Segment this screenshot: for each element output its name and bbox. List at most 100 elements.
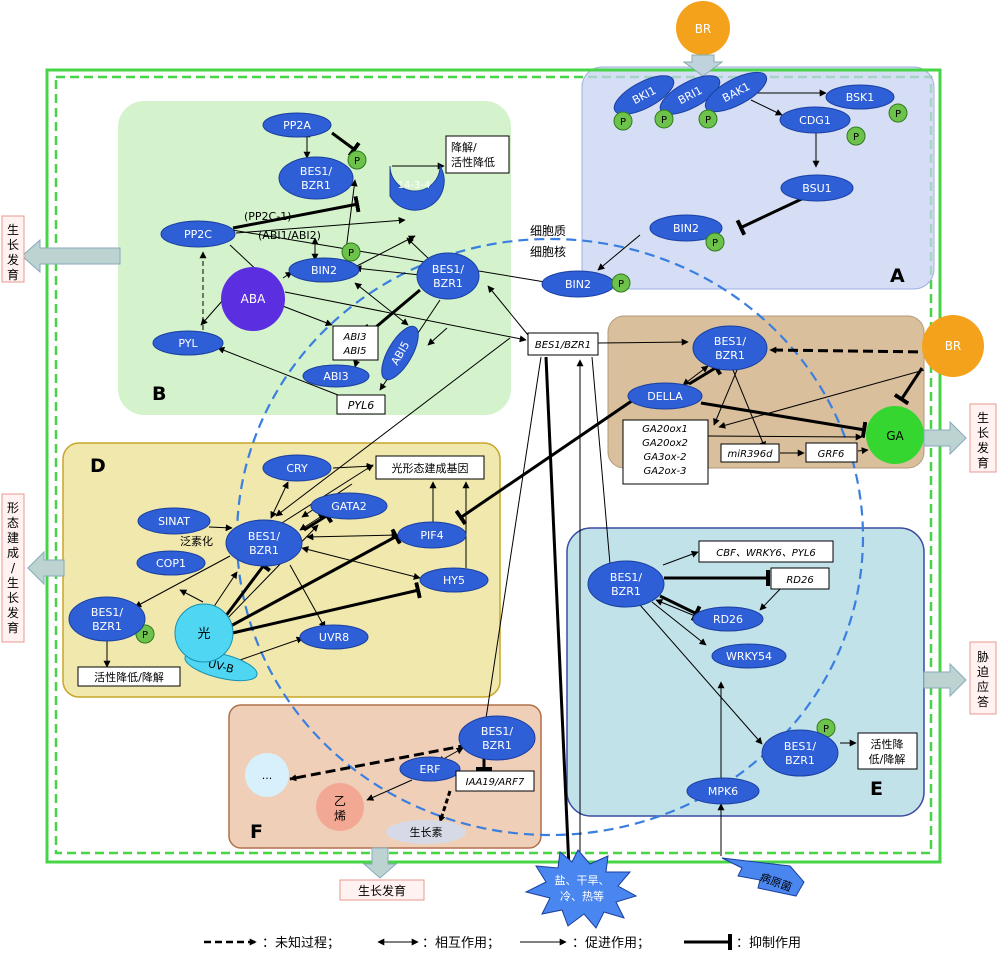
uvr8-node [299,624,369,650]
pyl-node [152,330,224,356]
svg-text:发: 发 [7,252,19,267]
ga-genes-line1: GA20ox1 [642,424,688,435]
svg-text:生: 生 [7,576,19,590]
side-label-right-c-box [969,403,997,473]
center-gene-label: BES1/BZR1 [535,340,591,351]
iaa-box [455,770,535,792]
hy5-node [419,567,489,593]
svg-text:迫: 迫 [977,665,989,679]
bki1-node: BKI1 [613,75,675,115]
pathogen-signal [721,857,805,897]
bri1-node: BRI1 [659,75,721,115]
bes1-d2-label-2: BZR1 [92,620,122,633]
bes1-f-label-1: BES1/ [481,725,513,738]
panel-label-f: F [250,821,263,843]
sinat-node [137,507,211,535]
ga-signal [866,406,924,464]
bsk1-node [825,84,895,110]
phospho-bri1 [654,109,674,129]
arrow-bottom [362,847,398,879]
panel-label-a: A [890,265,905,287]
phospho-bak1 [698,109,718,129]
photomorph-box [375,455,485,480]
svg-text:胁: 胁 [977,649,989,664]
phospho-label-2: P [661,115,667,126]
bes1-c-label-1: BES1/ [714,335,746,348]
legend-promote-text: ：促进作用； [572,936,650,951]
bin2-a-node [649,214,723,242]
uvr8-label: UVR8 [319,631,349,644]
ubiquitin-label: 泛素化 [180,534,213,548]
bes1-f-label-2: BZR1 [482,739,512,752]
degrade-d-box [77,666,181,687]
phospho-label-9: P [348,248,354,259]
unknown-node [245,753,289,797]
light-label: 光 [197,627,210,642]
rd26-gene-box [770,567,830,590]
svg-text:发: 发 [7,605,19,620]
ga-genes-line4: GA2ox-3 [644,466,687,477]
degrade-b-line1: 降解/ [451,140,477,154]
phospho-label-10: P [142,630,148,641]
phospho-label-7: P [618,279,624,290]
side-label-left-mid: 形 态 建 成 / 生 长 发 育 [7,501,19,635]
side-label-right-e-box [969,641,997,715]
cop1-label: COP1 [156,557,186,570]
svg-text:长: 长 [977,426,989,440]
degrade-e-line1: 活性降 [871,737,904,751]
abi-genes-box [332,325,379,361]
arrow-left-mid [27,550,65,586]
cry-label: CRY [286,462,308,475]
svg-text:答: 答 [977,694,989,709]
bin2-b-node [288,257,360,283]
ga-genes-box [622,419,709,485]
light-signal [174,603,234,663]
f1433-label: 14-3-4 [398,180,431,191]
pp2a-label: PP2A [283,119,311,132]
outer-solid-frame [45,68,942,864]
rd26-gene-label: RD26 [786,575,813,586]
photomorph-label: 光形态建成基因 [392,461,469,475]
svg-text:长: 长 [7,591,19,605]
svg-text:生: 生 [7,223,19,237]
br-right-signal [922,315,984,377]
svg-text:成: 成 [7,546,19,560]
pif4-label: PIF4 [420,529,443,542]
phospho-bes1-b [347,150,367,170]
nucleus-boundary [235,237,865,837]
degrade-e-box [857,732,918,770]
wrky54-label: WRKY54 [726,650,772,663]
bes1-e2-node [761,729,839,777]
abi5-node: ABI5 [381,325,419,381]
bes1-e-node [587,560,665,608]
bes1-d2-label-1: BES1/ [91,606,123,619]
cbf-label: CBF、WRKY6、PYL6 [716,548,816,559]
sinat-label: SINAT [158,515,190,528]
bes1-c-label-2: BZR1 [715,349,745,362]
svg-text:育: 育 [977,455,989,470]
svg-text:发: 发 [977,440,989,455]
f1433-node [389,164,445,211]
stress-signal [524,849,638,929]
bes1-b-label-2: BZR1 [301,179,331,192]
auxin-node [386,820,466,844]
bes1-b2-label-1: BES1/ [432,263,464,276]
bes1-c-node [692,325,768,371]
nucleus-label: 细胞核 [530,245,566,259]
legend: ：未知过程； ：相互作用； ：促进作用； ：抑制作用 [204,934,801,951]
bsk1-label: BSK1 [846,91,875,104]
ethylene-line2: 烯 [334,809,346,823]
stress-line1: 盐、干旱、 [555,874,610,887]
phospho-bin2-b [341,242,361,262]
side-label-left-top: 生 长 发 育 [7,223,19,282]
side-label-right-e: 胁 迫 应 答 [977,649,989,709]
cbf-box [698,540,834,563]
bes1-b-node [278,156,354,200]
svg-text:/: / [11,561,16,575]
degrade-b-line2: 活性降低 [451,155,495,169]
side-label-bottom-box [339,879,425,901]
br-right-label: BR [945,339,962,353]
stress-line2: 冷、热等 [560,889,604,903]
